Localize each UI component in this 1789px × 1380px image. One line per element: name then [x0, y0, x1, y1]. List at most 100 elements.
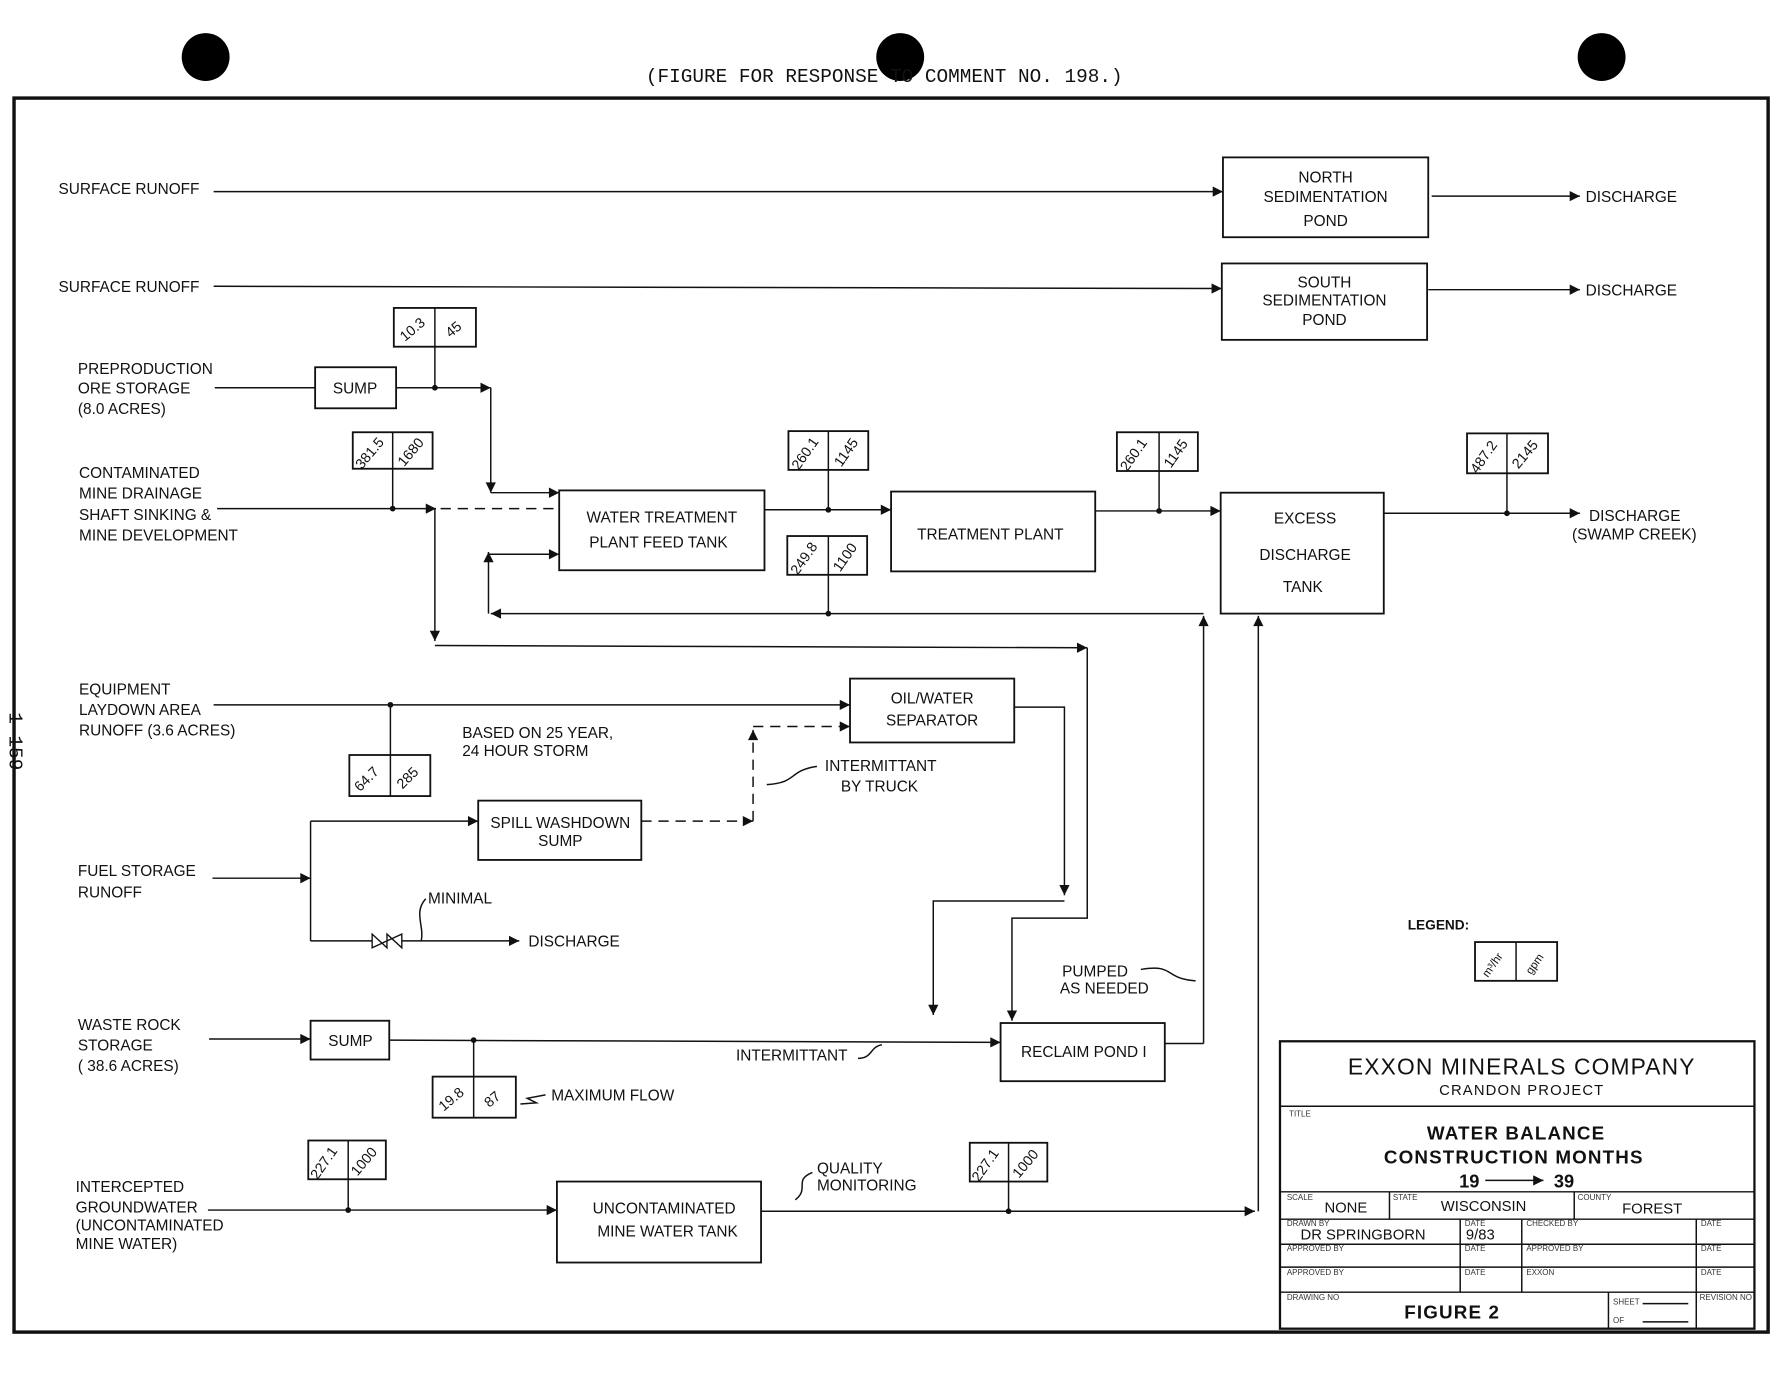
source-surface-runoff-1: SURFACE RUNOFF — [59, 181, 200, 198]
flow-line — [213, 283, 1222, 294]
drawn-by-label: DRAWN BY — [1287, 1219, 1330, 1228]
treatment-plant — [890, 490, 1097, 573]
flow-value-box: 487.2 2145 — [1466, 432, 1549, 477]
source-contaminated: CONTAMINATED — [79, 465, 200, 482]
flow-line — [928, 900, 1065, 1016]
leader-squiggle — [794, 1171, 813, 1201]
source-equipment: RUNOFF (3.6 ACRES) — [79, 723, 235, 740]
state-value: WISCONSIN — [1441, 1199, 1527, 1215]
excess-tank-label: EXCESS — [1274, 510, 1336, 527]
exxon-label: EXXON — [1526, 1268, 1554, 1277]
drawing-title: WATER BALANCE — [1427, 1122, 1605, 1143]
checked-by-label: CHECKED BY — [1526, 1219, 1578, 1228]
source-preproduction: ORE STORAGE — [78, 380, 190, 397]
note-quality: MONITORING — [817, 1178, 917, 1195]
spill-washdown-sump — [477, 799, 643, 861]
of-label: OF — [1613, 1316, 1624, 1325]
source-waste-rock: ( 38.6 ACRES) — [78, 1058, 179, 1075]
note-truck: BY TRUCK — [841, 779, 919, 796]
source-fuel: RUNOFF — [78, 885, 142, 902]
oil-water-separator — [849, 677, 1016, 744]
approved-by-label: APPROVED BY — [1526, 1244, 1584, 1253]
leader-squiggle — [1140, 967, 1196, 982]
months-from: 19 — [1459, 1170, 1479, 1191]
sump-2 — [309, 1019, 391, 1061]
date-label: DATE — [1701, 1244, 1722, 1253]
oil-water-label: SEPARATOR — [886, 712, 978, 729]
county-label: COUNTY — [1578, 1193, 1612, 1202]
north-pond-label: POND — [1303, 213, 1347, 230]
reclaim-pond-label: RECLAIM POND I — [1021, 1044, 1147, 1061]
sump-2-label: SUMP — [328, 1033, 372, 1050]
uncontaminated-tank-label: UNCONTAMINATED — [593, 1200, 736, 1217]
source-waste-rock: WASTE ROCK — [78, 1017, 182, 1034]
sump-1 — [314, 366, 398, 410]
flow-value-box: 64.7 285 — [348, 754, 432, 797]
source-equipment: EQUIPMENT — [79, 682, 171, 699]
source-surface-runoff-2: SURFACE RUNOFF — [59, 279, 200, 296]
source-contaminated: MINE DEVELOPMENT — [79, 528, 239, 545]
approved-by-label: APPROVED BY — [1287, 1244, 1345, 1253]
note-pumped: AS NEEDED — [1060, 980, 1149, 997]
discharge-south: DISCHARGE — [1586, 282, 1677, 299]
source-groundwater: MINE WATER) — [76, 1236, 178, 1253]
legend-box: m³/hr gpm — [1474, 941, 1559, 982]
flow-value-box: 381.5 1680 — [351, 431, 434, 472]
company-name: EXXON MINERALS COMPANY — [1348, 1053, 1696, 1079]
scale-value: NONE — [1324, 1200, 1367, 1216]
flow-value-box: 260.1 1145 — [787, 430, 870, 473]
discharge-swamp-creek: DISCHARGE — [1589, 508, 1680, 525]
south-sedimentation-pond — [1220, 262, 1429, 341]
county-value: FOREST — [1622, 1201, 1682, 1217]
note-maximum-flow: MAXIMUM FLOW — [551, 1088, 674, 1105]
flow-value-box: 260.1 1145 — [1115, 431, 1199, 474]
flow-value-box: 227.1 1000 — [307, 1139, 387, 1182]
discharge-fuel: DISCHARGE — [528, 934, 619, 951]
punch-hole — [181, 33, 230, 81]
north-pond-label: SEDIMENTATION — [1264, 189, 1388, 206]
feed-tank-label: PLANT FEED TANK — [589, 534, 728, 551]
south-pond-label: POND — [1302, 312, 1346, 329]
discharge-north: DISCHARGE — [1586, 189, 1677, 206]
figure-caption: (FIGURE FOR RESPONSE TO COMMENT NO. 198.… — [646, 66, 1123, 88]
water-treatment-plant-feed-tank — [558, 489, 766, 572]
legend-title: LEGEND: — [1408, 918, 1470, 933]
valve-icon — [371, 932, 403, 950]
south-pond-label: SOUTH — [1298, 274, 1352, 291]
feed-tank-label: WATER TREATMENT — [587, 509, 738, 526]
source-preproduction: (8.0 ACRES) — [78, 401, 166, 418]
punch-hole — [876, 33, 925, 81]
leader-squiggle — [857, 1043, 883, 1060]
revision-label: REVISION NO — [1700, 1293, 1752, 1302]
flow-line — [389, 1037, 1001, 1048]
source-fuel: FUEL STORAGE — [78, 863, 196, 880]
treatment-plant-label: TREATMENT PLANT — [917, 526, 1064, 543]
flow-value-box: 10.3 45 — [392, 307, 477, 348]
punch-hole — [1577, 33, 1626, 81]
note-quality: QUALITY — [817, 1161, 883, 1178]
note-pumped: PUMPED — [1062, 963, 1128, 980]
junction-dot — [432, 384, 438, 391]
drawing-border — [12, 96, 1770, 1334]
scale-label: SCALE — [1287, 1193, 1313, 1202]
date-label: DATE — [1701, 1268, 1722, 1277]
source-contaminated: SHAFT SINKING & — [79, 507, 212, 524]
source-equipment: LAYDOWN AREA — [79, 702, 202, 719]
south-pond-label: SEDIMENTATION — [1262, 293, 1386, 310]
spill-sump-label: SUMP — [538, 833, 582, 850]
source-waste-rock: STORAGE — [78, 1037, 153, 1054]
title-block: EXXON MINERALS COMPANY CRANDON PROJECT T… — [1278, 1040, 1756, 1330]
uncontaminated-tank-label: MINE WATER TANK — [597, 1223, 738, 1240]
source-groundwater: GROUNDWATER — [76, 1199, 198, 1216]
source-groundwater: (UNCONTAMINATED — [76, 1218, 224, 1235]
leader-squiggle — [520, 1094, 546, 1105]
note-truck: INTERMITTANT — [825, 758, 937, 775]
discharge-swamp-creek: (SWAMP CREEK) — [1572, 526, 1697, 543]
note-storm: BASED ON 25 YEAR, — [462, 725, 613, 742]
date-label: DATE — [1465, 1268, 1486, 1277]
source-contaminated: MINE DRAINAGE — [79, 485, 202, 502]
source-groundwater: INTERCEPTED — [76, 1179, 185, 1196]
excess-tank-label: DISCHARGE — [1259, 547, 1350, 564]
leader-squiggle — [418, 898, 427, 942]
